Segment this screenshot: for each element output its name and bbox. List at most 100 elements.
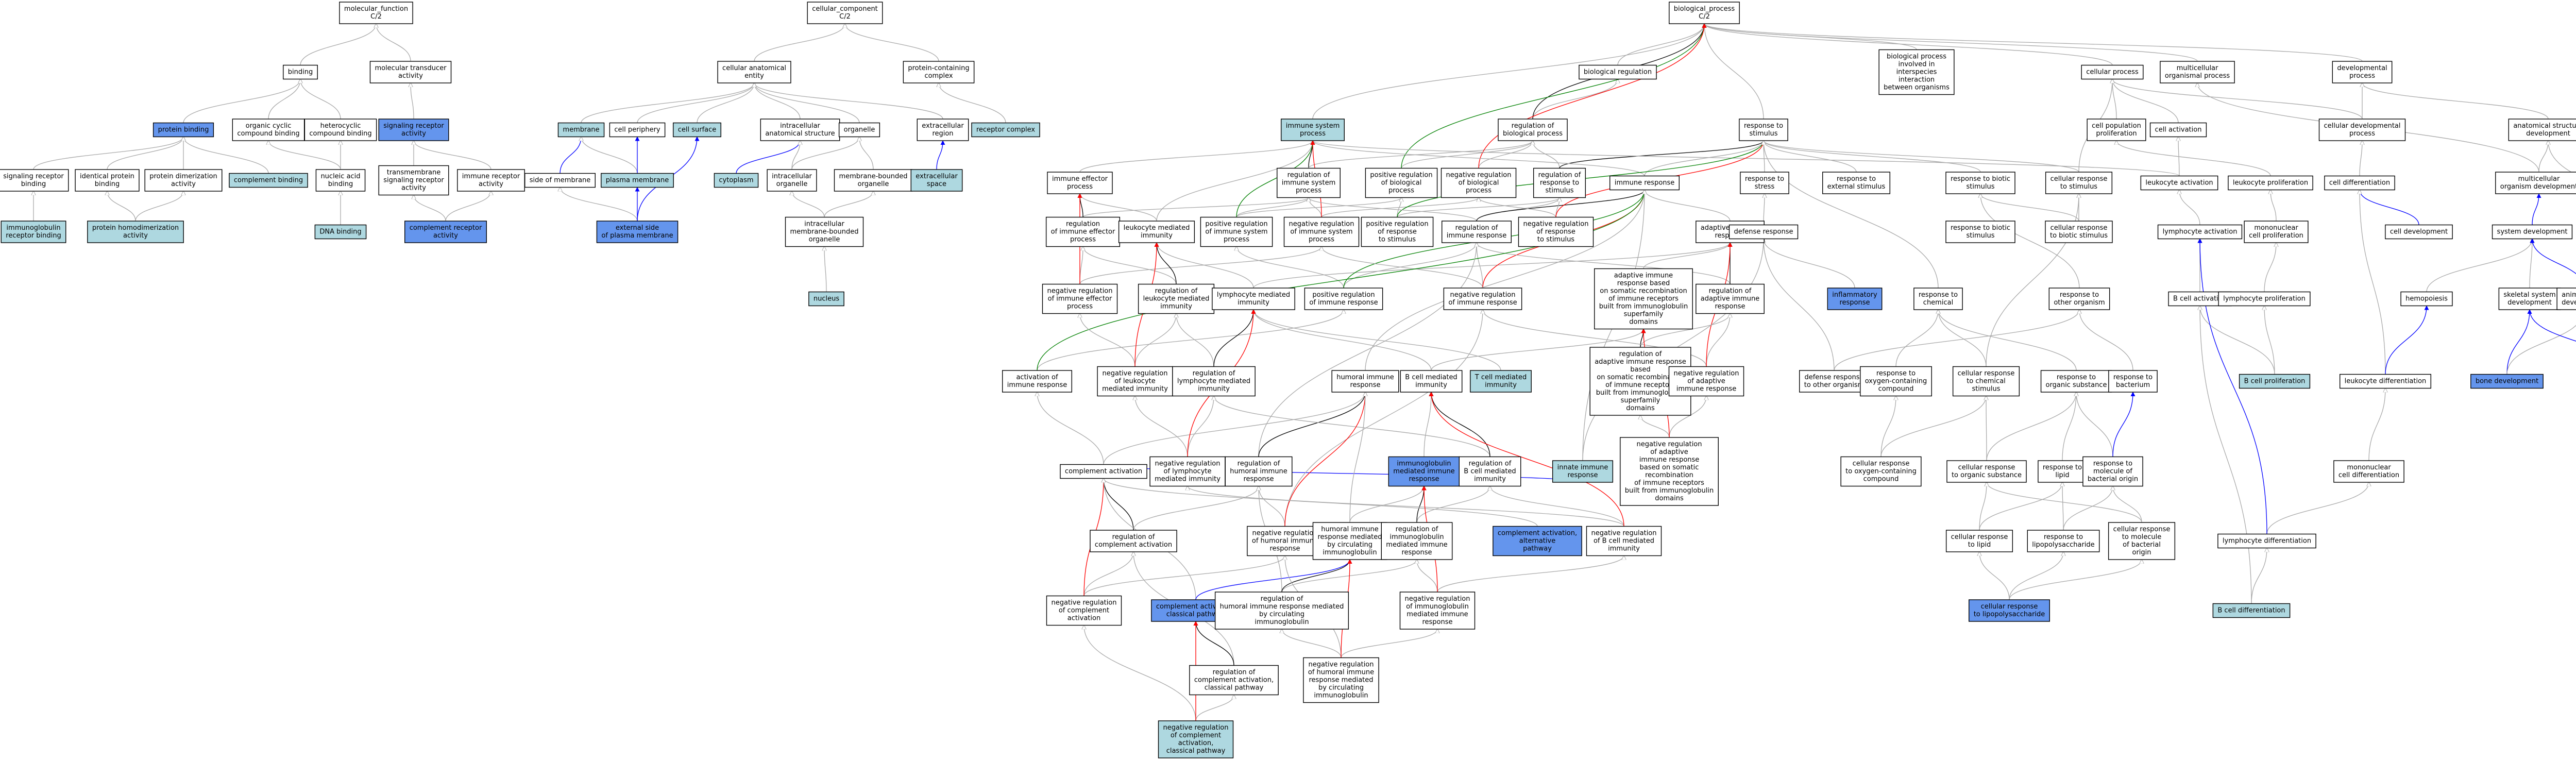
go-term-node[interactable]: cell activation [2149,122,2207,138]
go-term-node[interactable]: leukocyte activation [2140,175,2218,191]
go-term-node[interactable]: cytoplasm [714,173,759,188]
go-term-node[interactable]: organelle [838,122,880,138]
go-term-node[interactable]: membrane [557,122,605,138]
go-term-node[interactable]: lymphocyte proliferation [2218,291,2311,307]
go-term-node[interactable]: B cell differentiation [2212,603,2291,618]
go-term-node[interactable]: protein binding [152,122,214,138]
go-term-node[interactable]: bone development [2470,374,2544,389]
go-term-node[interactable]: plasma membrane [601,173,674,188]
go-term-node[interactable]: side of membrane [524,173,596,188]
go-term-node[interactable]: system development [2492,224,2573,240]
go-term-node[interactable]: lymphocyte differentiation [2217,533,2316,549]
go-term-node[interactable]: anatomical structuredevelopment [2508,119,2576,141]
go-term-node[interactable]: DNA binding [314,224,367,240]
go-term-node[interactable]: lymphocyte activation [2157,224,2243,240]
go-term-node[interactable]: biological regulation [1579,64,1657,80]
go-term-node[interactable]: cell periphery [609,122,666,138]
go-term-node[interactable]: animal organdevelopment [2556,288,2576,310]
go-term-node[interactable]: B cell proliferation [2239,374,2311,389]
go-term-node[interactable]: receptor complex [971,122,1040,138]
go-term-node[interactable]: leukocyte differentiation [2339,374,2432,389]
go-term-node[interactable]: leukocyte proliferation [2228,175,2313,191]
go-term-node[interactable]: cell differentiation [2324,175,2395,191]
go-term-node[interactable]: hemopoiesis [2400,291,2453,307]
go-term-node[interactable]: immune response [1609,175,1680,191]
